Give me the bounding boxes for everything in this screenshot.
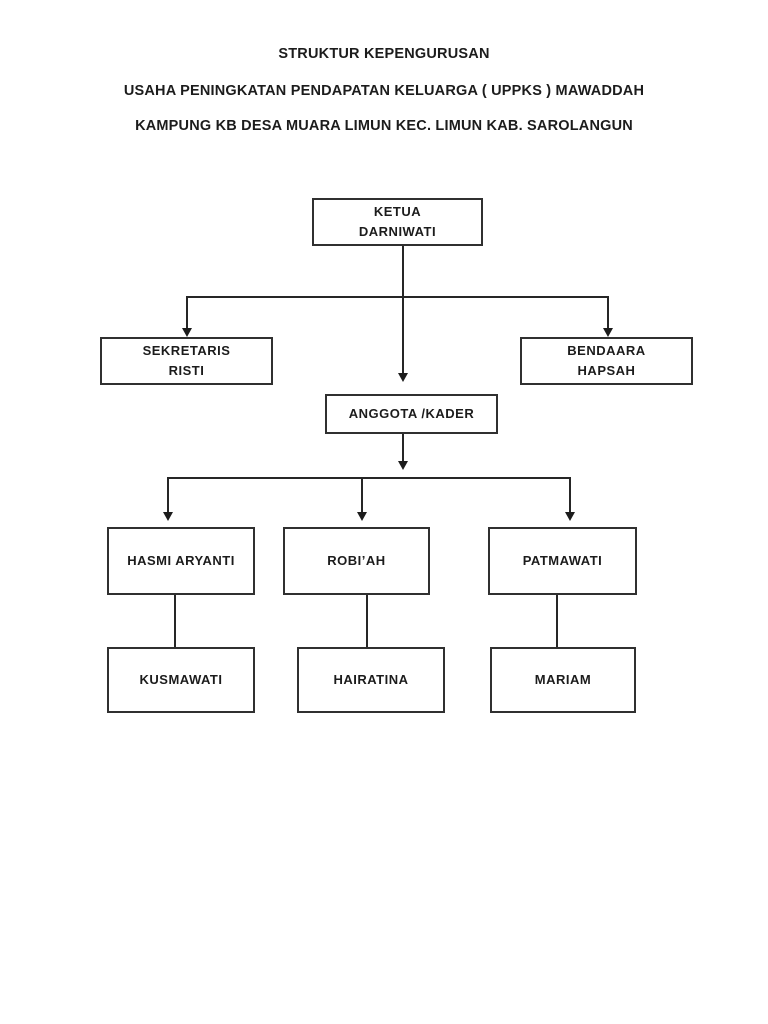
connector-kader1-sub1 [174, 595, 176, 647]
arrowhead-anggota-icon [398, 373, 408, 382]
page-title-line-3: KAMPUNG KB DESA MUARA LIMUN KEC. LIMUN K… [135, 118, 633, 134]
connector-to-anggota [402, 296, 404, 373]
page-title-line-2: USAHA PENINGKATAN PENDAPATAN KELUARGA ( … [123, 83, 645, 99]
connector-anggota-stem [402, 434, 404, 461]
arrowhead-kader-2-icon [357, 512, 367, 521]
arrowhead-kader-1-icon [163, 512, 173, 521]
org-node-anggota-kader: ANGGOTA /KADER [325, 394, 498, 434]
org-node-mariam: MARIAM [490, 647, 636, 713]
node-name-label: HAIRATINA [333, 672, 409, 687]
connector-kader2-sub2 [366, 595, 368, 647]
connector-ketua-stem [402, 246, 404, 298]
arrowhead-kader-3-icon [565, 512, 575, 521]
node-role-label: BENDAARA [567, 343, 646, 358]
org-node-robiah: ROBI’AH [283, 527, 430, 595]
arrowhead-bendahara-icon [603, 328, 613, 337]
node-name-label: RISTI [168, 363, 205, 378]
node-name-label: DARNIWATI [358, 224, 437, 239]
arrowhead-sekretaris-icon [182, 328, 192, 337]
org-node-patmawati: PATMAWATI [488, 527, 637, 595]
node-role-label: KETUA [373, 204, 422, 219]
node-name-label: PATMAWATI [522, 553, 603, 568]
org-node-hairatina: HAIRATINA [297, 647, 445, 713]
connector-row2-horizontal [186, 296, 609, 298]
node-role-label: SEKRETARIS [142, 343, 231, 358]
connector-to-sekretaris [186, 296, 188, 328]
connector-row3-horizontal [167, 477, 571, 479]
org-node-bendahara: BENDAARA HAPSAH [520, 337, 693, 385]
org-node-hasmi-aryanti: HASMI ARYANTI [107, 527, 255, 595]
connector-to-kader-3 [569, 477, 571, 512]
node-name-label: KUSMAWATI [139, 672, 223, 687]
node-name-label: HAPSAH [577, 363, 636, 378]
connector-to-bendahara [607, 296, 609, 328]
node-label: ANGGOTA /KADER [348, 406, 475, 421]
connector-kader3-sub3 [556, 595, 558, 647]
org-node-ketua: KETUA DARNIWATI [312, 198, 483, 246]
connector-to-kader-1 [167, 477, 169, 512]
arrowhead-anggota-stem-icon [398, 461, 408, 470]
connector-to-kader-2 [361, 477, 363, 512]
org-node-sekretaris: SEKRETARIS RISTI [100, 337, 273, 385]
node-name-label: MARIAM [534, 672, 592, 687]
node-name-label: ROBI’AH [327, 553, 386, 568]
node-name-label: HASMI ARYANTI [127, 553, 235, 568]
org-node-kusmawati: KUSMAWATI [107, 647, 255, 713]
page-title-line-1: STRUKTUR KEPENGURUSAN [278, 46, 490, 62]
